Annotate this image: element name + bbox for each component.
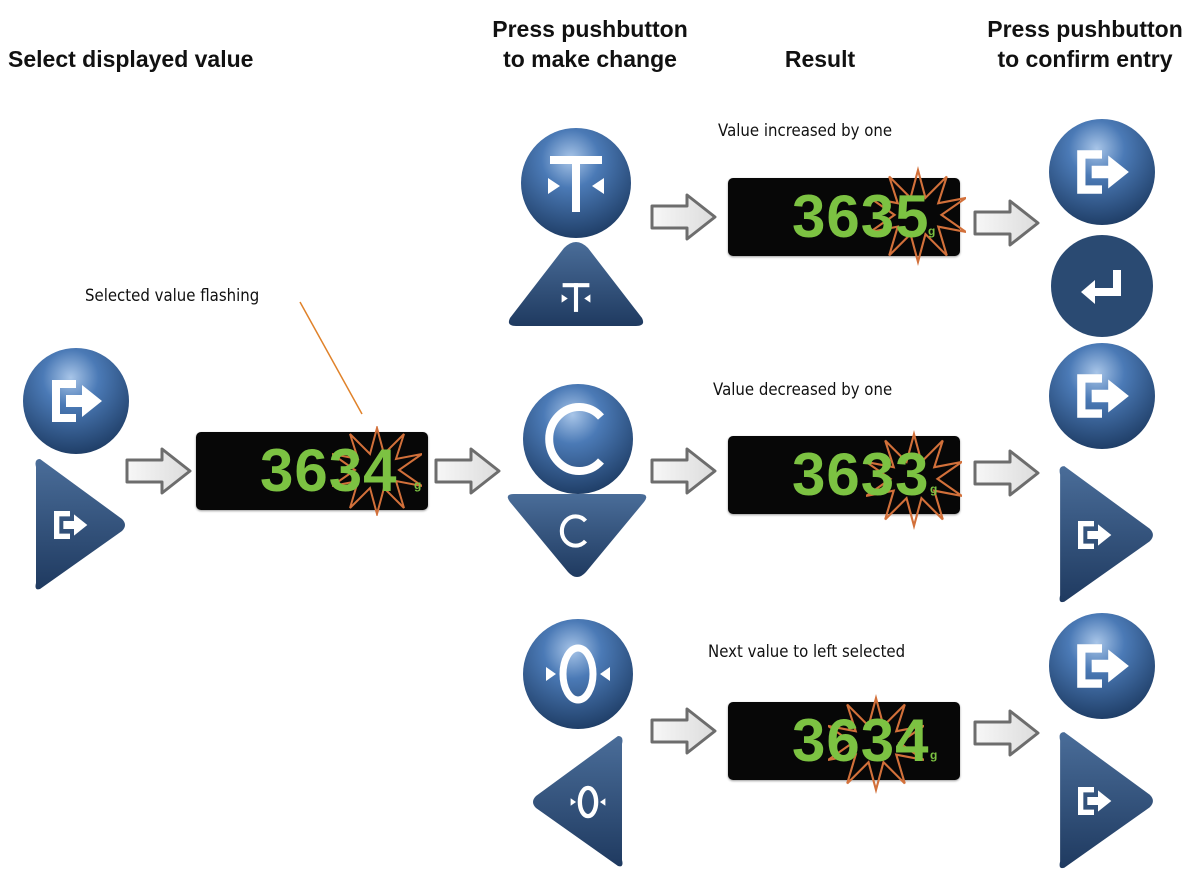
flow-arrow-7: [650, 707, 717, 755]
enter-arrow-icon: [1048, 612, 1156, 720]
return-icon: [1050, 234, 1154, 338]
header-press-change-line2: to make change: [503, 46, 677, 72]
clear-button-round[interactable]: [522, 383, 634, 495]
zero-icon: [540, 732, 636, 872]
display-value: 3634: [260, 437, 398, 504]
enter-button-tri-left[interactable]: [32, 455, 128, 595]
flow-arrow-6: [973, 449, 1040, 497]
zero-button-round[interactable]: [522, 618, 634, 730]
header-press-confirm-line2: to confirm entry: [997, 46, 1173, 72]
flash-star: [866, 430, 962, 530]
enter-button-round-3[interactable]: [1048, 612, 1156, 720]
display-initial: 3634 g: [196, 426, 428, 516]
enter-button-round-left[interactable]: [22, 347, 130, 455]
zero-icon: [522, 618, 634, 730]
display-increased: 3635 g: [728, 166, 966, 266]
tare-button-tri[interactable]: [506, 238, 646, 328]
tare-icon: [520, 127, 632, 239]
return-button-round[interactable]: [1050, 234, 1154, 338]
display-decreased: 3633 g: [728, 430, 962, 530]
flash-star: [332, 426, 422, 516]
header-press-confirm: Press pushbutton to confirm entry: [970, 14, 1200, 74]
display-value: 3633: [792, 441, 930, 508]
display-next-left: 3634 g: [728, 694, 960, 794]
display-unit: g: [414, 478, 422, 492]
enter-arrow-icon: [1042, 728, 1146, 874]
caption-next-left: Next value to left selected: [708, 642, 906, 662]
clear-icon: [502, 486, 648, 576]
display-unit: g: [930, 482, 938, 496]
header-press-change-line1: Press pushbutton: [492, 16, 688, 42]
display-unit: g: [928, 224, 936, 238]
tare-icon: [506, 252, 646, 342]
flash-star: [870, 166, 966, 266]
tare-button-round[interactable]: [520, 127, 632, 239]
enter-button-round-2[interactable]: [1048, 342, 1156, 450]
flow-arrow-3: [650, 193, 717, 241]
enter-button-tri-3[interactable]: [1054, 728, 1158, 874]
header-press-confirm-line1: Press pushbutton: [987, 16, 1183, 42]
enter-button-round-1[interactable]: [1048, 118, 1156, 226]
zero-button-tri[interactable]: [530, 732, 626, 872]
header-press-change: Press pushbutton to make change: [470, 14, 710, 74]
enter-arrow-icon: [1042, 462, 1146, 608]
enter-arrow-icon: [22, 347, 130, 455]
clear-icon: [522, 383, 634, 495]
caption-flashing: Selected value flashing: [85, 286, 260, 306]
flash-star: [828, 694, 924, 794]
display-value: 3634: [792, 707, 930, 774]
enter-arrow-icon: [22, 455, 118, 595]
flow-arrow-1: [125, 447, 192, 495]
flow-arrow-5: [650, 447, 717, 495]
caption-increased: Value increased by one: [718, 121, 893, 141]
display-unit: g: [930, 748, 938, 762]
header-select: Select displayed value: [8, 46, 254, 72]
enter-arrow-icon: [1048, 118, 1156, 226]
header-result: Result: [784, 46, 856, 72]
caption-decreased: Value decreased by one: [713, 380, 893, 400]
flow-arrow-4: [973, 199, 1040, 247]
enter-arrow-icon: [1048, 342, 1156, 450]
enter-button-tri-2[interactable]: [1054, 462, 1158, 608]
display-value: 3635: [792, 183, 930, 250]
flow-arrow-2: [434, 447, 501, 495]
clear-button-tri[interactable]: [504, 490, 650, 580]
flow-arrow-8: [973, 709, 1040, 757]
